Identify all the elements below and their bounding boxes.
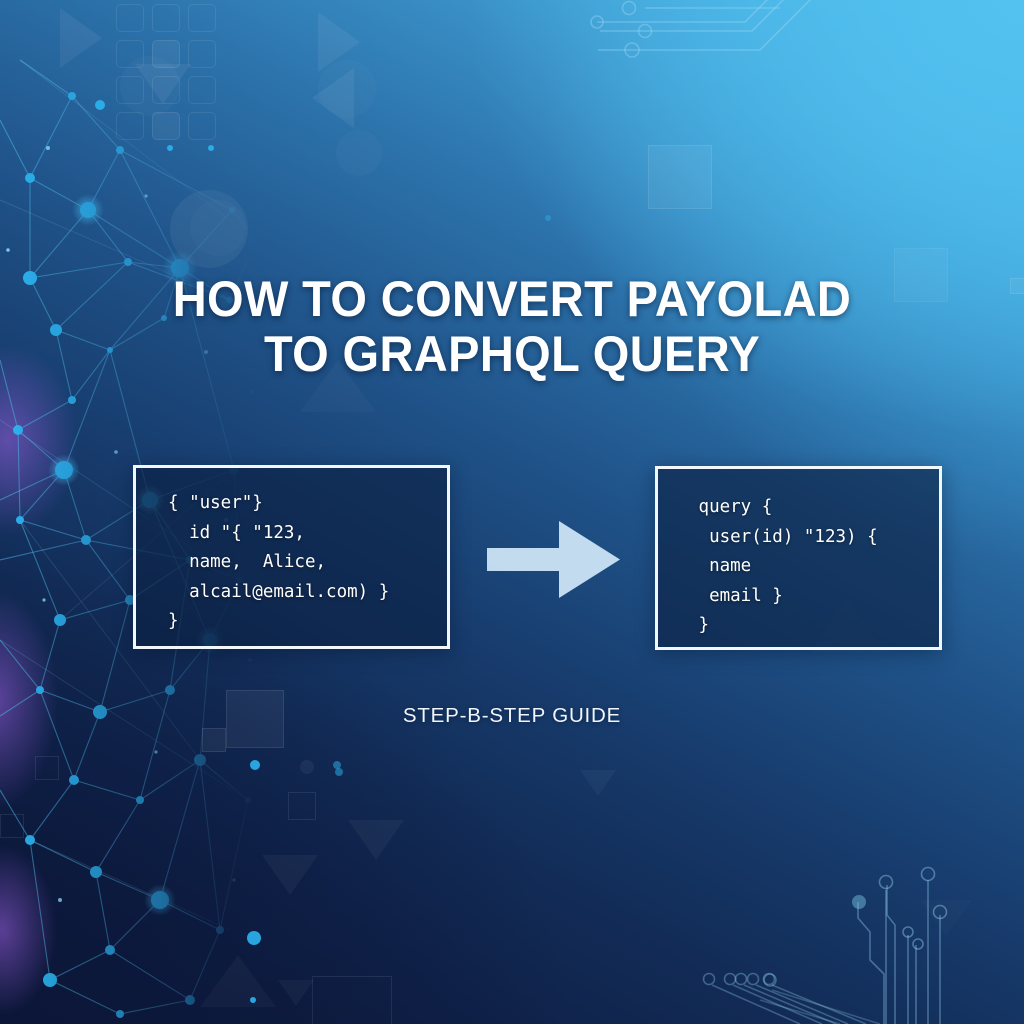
page-title: HOW TO CONVERT PAYOLAD TO GRAPHQL QUERY: [0, 272, 1024, 382]
title-line-1: HOW TO CONVERT PAYOLAD: [172, 271, 852, 327]
graphql-query-code: query { user(id) "123) { name email } }: [698, 497, 878, 635]
arrow-right-icon: [487, 521, 620, 598]
json-payload-box: { "user"} id "{ "123, name, Alice, alcai…: [133, 465, 450, 649]
subtitle-caption: STEP-B-STEP GUIDE: [402, 704, 622, 727]
title-line-2: TO GRAPHQL QUERY: [263, 326, 761, 382]
graphql-query-box: query { user(id) "123) { name email } }: [655, 466, 942, 650]
json-payload-code: { "user"} id "{ "123, name, Alice, alcai…: [168, 493, 390, 631]
